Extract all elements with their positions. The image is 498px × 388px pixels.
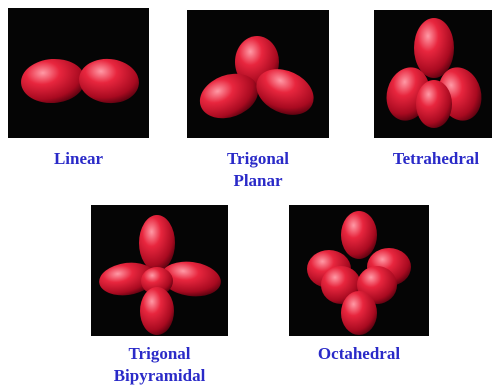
caption-linear: Linear: [8, 148, 149, 170]
caption-octahedral: Octahedral: [289, 343, 429, 365]
caption-line: Linear: [54, 149, 103, 168]
balloon: [341, 291, 377, 335]
tetrahedral-model-photo: [374, 10, 492, 138]
balloon: [139, 215, 175, 271]
linear-model-photo: [8, 8, 149, 138]
balloon: [341, 211, 377, 259]
caption-line: Octahedral: [318, 344, 400, 363]
caption-trigonal-bipyramidal: Trigonal Bipyramidal: [91, 343, 228, 387]
caption-line: Trigonal: [91, 343, 228, 365]
caption-trigonal-planar: Trigonal Planar: [187, 148, 329, 192]
caption-line: Trigonal: [187, 148, 329, 170]
octahedral-model-photo: [289, 205, 429, 336]
balloon: [416, 80, 452, 128]
balloon: [20, 57, 87, 105]
caption-line: Bipyramidal: [91, 365, 228, 387]
balloon: [414, 18, 454, 78]
caption-tetrahedral: Tetrahedral: [374, 148, 498, 170]
balloon: [140, 287, 174, 335]
caption-line: Tetrahedral: [393, 149, 479, 168]
balloon: [77, 56, 141, 106]
caption-line: Planar: [187, 170, 329, 192]
trigonal-planar-model-photo: [187, 10, 329, 138]
trigonal-bipyramidal-model-photo: [91, 205, 228, 336]
